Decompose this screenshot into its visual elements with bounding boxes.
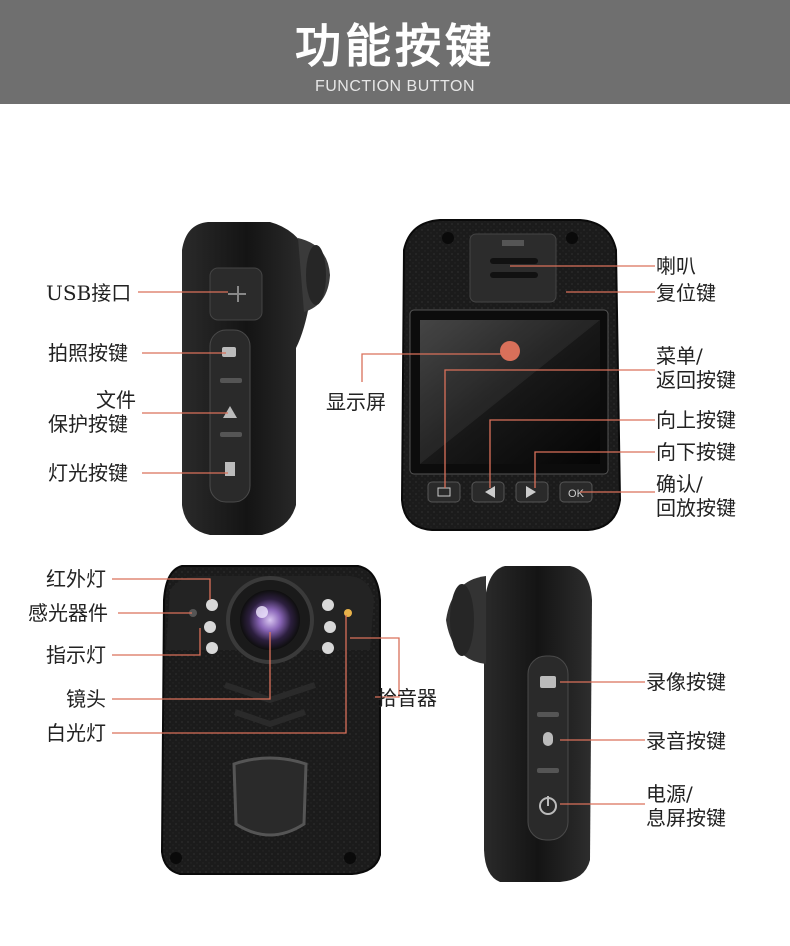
- page-title: 功能按键: [295, 19, 495, 73]
- video-icon: [540, 676, 556, 688]
- callout-lines: [112, 265, 655, 805]
- ok-button-text: OK: [568, 488, 585, 500]
- label-reset: 复位键: [656, 281, 716, 305]
- device-side-view-left: [182, 222, 330, 535]
- label-white-light: 白光灯: [46, 721, 106, 745]
- infrared-led: [206, 599, 218, 611]
- mic-icon: [543, 732, 553, 746]
- label-up-button: 向上按键: [656, 408, 736, 432]
- label-file-protect-line2: 保护按键: [48, 412, 128, 436]
- label-light-sensor: 感光器件: [28, 601, 108, 625]
- label-usb-port: USB接口: [46, 281, 132, 305]
- label-video-button: 录像按键: [646, 670, 726, 694]
- label-microphone: 拾音器: [377, 686, 437, 710]
- label-menu-line1: 菜单/: [656, 344, 703, 368]
- badge-shield: [232, 756, 308, 837]
- label-lens: 镜头: [66, 687, 106, 711]
- label-ok-line1: 确认/: [656, 472, 703, 496]
- label-down-button: 向下按键: [656, 440, 736, 464]
- label-display: 显示屏: [326, 390, 386, 414]
- speaker-grille: [469, 233, 557, 303]
- label-file-protect-line1: 文件: [96, 388, 136, 412]
- label-audio-button: 录音按键: [646, 729, 726, 753]
- usb-icon: [228, 286, 246, 302]
- label-power-line2: 息屏按键: [646, 806, 726, 830]
- light-icon: [225, 462, 235, 476]
- indicator-led: [344, 609, 352, 617]
- label-infrared: 红外灯: [46, 567, 106, 591]
- label-menu-line2: 返回按键: [656, 368, 736, 392]
- device-side-view-right: [446, 566, 592, 882]
- label-speaker: 喇叭: [656, 254, 696, 278]
- warning-icon: [223, 406, 237, 418]
- page-subtitle: FUNCTION BUTTON: [314, 78, 476, 95]
- label-ok-line2: 回放按键: [656, 496, 736, 520]
- label-light-button: 灯光按键: [48, 461, 128, 485]
- light-sensor: [189, 609, 197, 617]
- page-header: 功能按键 FUNCTION BUTTON: [0, 0, 790, 104]
- label-power-line1: 电源/: [646, 782, 693, 806]
- menu-button: [427, 481, 461, 503]
- label-photo-button: 拍照按键: [48, 341, 128, 365]
- label-indicator: 指示灯: [46, 643, 106, 667]
- device-front-view: [160, 565, 381, 875]
- camera-icon: [222, 347, 236, 357]
